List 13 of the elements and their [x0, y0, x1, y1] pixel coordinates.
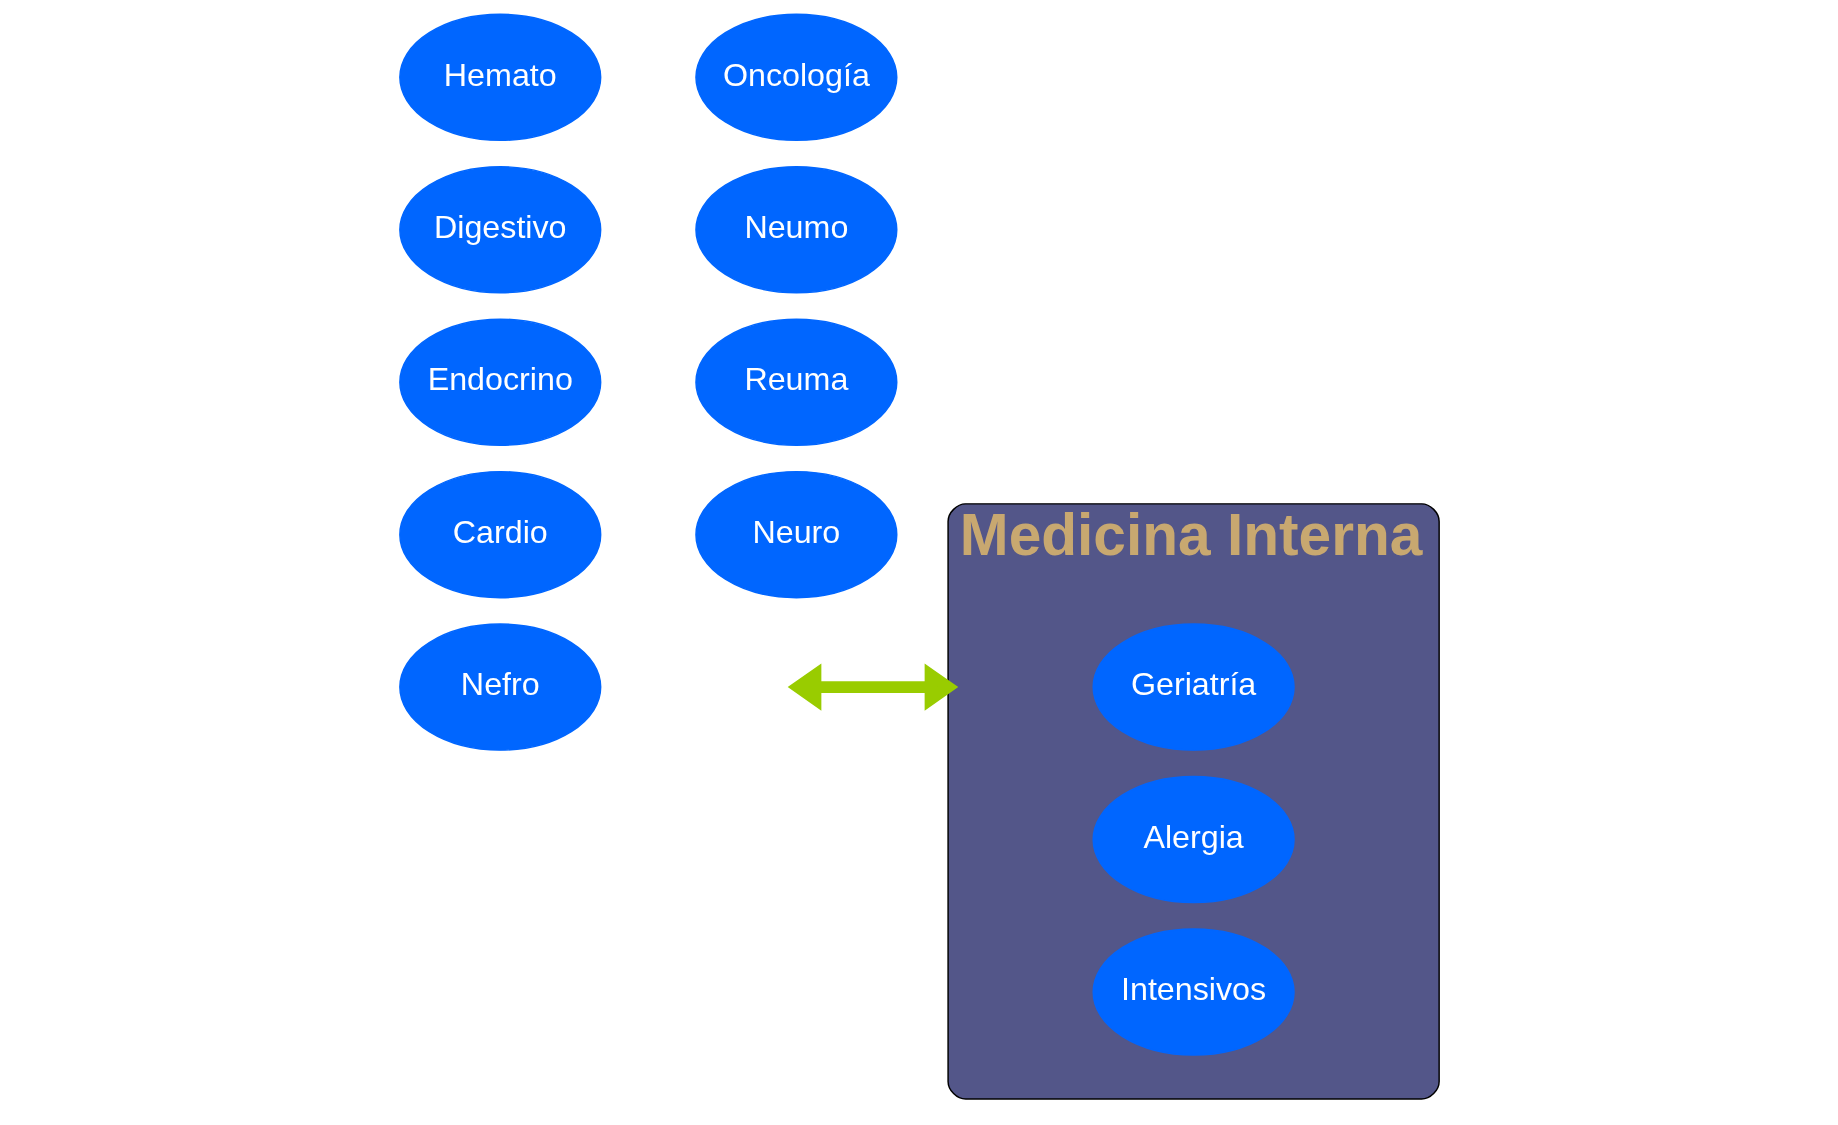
node-ellipse: Neuro [694, 470, 897, 599]
node-ellipse: Alergia [1091, 775, 1295, 904]
node-ellipse: Reuma [694, 318, 897, 446]
node-ellipse: Intensivos [1091, 928, 1295, 1056]
node-ellipse: Endocrino [398, 318, 601, 446]
node-ellipse: Hemato [398, 13, 601, 142]
node-ellipse: Geriatría [1091, 623, 1295, 751]
node-ellipse: Cardio [398, 470, 601, 599]
node-ellipse: Neumo [694, 166, 897, 294]
arrow [787, 663, 958, 711]
node-ellipse: Digestivo [398, 166, 601, 294]
node-ellipse: Oncología [694, 13, 897, 142]
node-ellipse: Nefro [398, 623, 601, 751]
